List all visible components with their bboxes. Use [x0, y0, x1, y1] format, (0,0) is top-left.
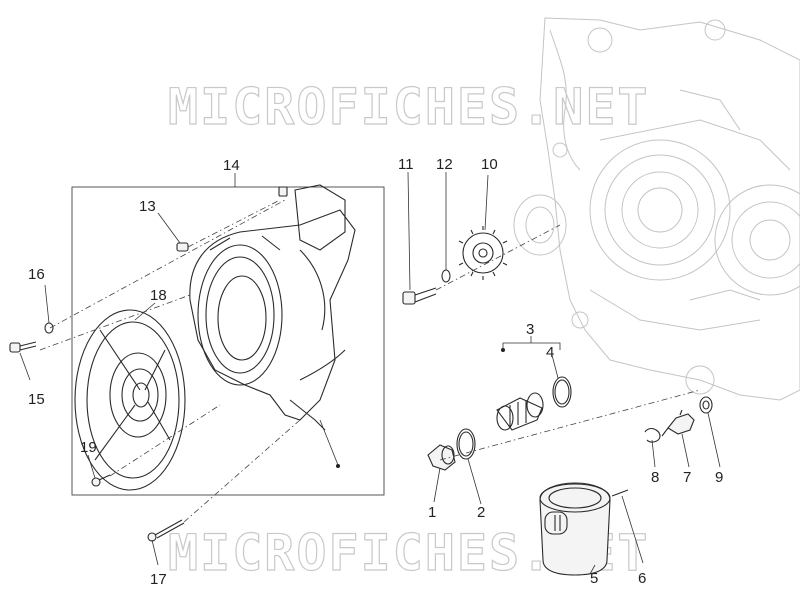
- part-9-washer: [699, 396, 713, 414]
- callout-1: 1: [428, 504, 436, 521]
- part-2-o-ring: [456, 428, 476, 460]
- part-18-fan-cover: [74, 309, 186, 491]
- top-bolt: [278, 186, 288, 197]
- part-14-fan-housing: [189, 184, 356, 431]
- callout-labels: 14 13 16 18 15 19 17 11 12 10 3 4 1 2 5 …: [28, 156, 723, 588]
- callout-9: 9: [715, 469, 723, 486]
- bracket-3-dot: [501, 348, 505, 352]
- part-7-sensor: [661, 409, 695, 437]
- part-4-o-ring: [552, 376, 572, 408]
- callout-19: 19: [80, 439, 97, 456]
- callout-8: 8: [651, 469, 659, 486]
- part-12-washer: [441, 269, 451, 283]
- part-3-filter: [496, 392, 544, 431]
- callout-4: 4: [546, 344, 554, 361]
- part-5-oil-filter: [539, 482, 629, 576]
- callout-3: 3: [526, 321, 534, 338]
- callout-2: 2: [477, 504, 485, 521]
- callout-14: 14: [223, 157, 240, 174]
- callout-10: 10: [481, 156, 498, 173]
- callout-15: 15: [28, 391, 45, 408]
- align-line-16: [49, 199, 286, 329]
- part-19-screw: [91, 474, 111, 487]
- part-15-screw: [9, 341, 37, 353]
- part-8-clip: [644, 428, 661, 443]
- callout-16: 16: [28, 266, 45, 283]
- callout-7: 7: [683, 469, 691, 486]
- callout-12: 12: [436, 156, 453, 173]
- part-13-bush: [176, 242, 189, 252]
- align-line-11: [435, 224, 561, 291]
- align-line-13: [187, 199, 281, 248]
- callout-11: 11: [398, 156, 414, 173]
- align-line-17: [183, 419, 301, 523]
- oil-pump-gear-ghost: [513, 194, 567, 256]
- callout-17: 17: [150, 571, 167, 588]
- part-16-washer: [44, 322, 54, 334]
- align-line-15: [39, 294, 191, 351]
- watermark-top: MICROFICHES.NET: [168, 78, 650, 136]
- callout-13: 13: [139, 198, 156, 215]
- callout-18: 18: [150, 287, 167, 304]
- leader-lines: [19, 171, 721, 575]
- align-line-19: [109, 404, 221, 477]
- engine-case-ghost: [539, 17, 800, 401]
- part-1-drain-plug: [427, 444, 456, 471]
- callout-6: 6: [638, 570, 646, 587]
- part-10-sprocket: [458, 226, 508, 280]
- bracket-3: [502, 342, 561, 350]
- part-11-bolt: [402, 287, 437, 305]
- align-line-filter: [439, 389, 701, 461]
- assembly-14-frame: [71, 186, 385, 496]
- callout-5: 5: [590, 570, 598, 587]
